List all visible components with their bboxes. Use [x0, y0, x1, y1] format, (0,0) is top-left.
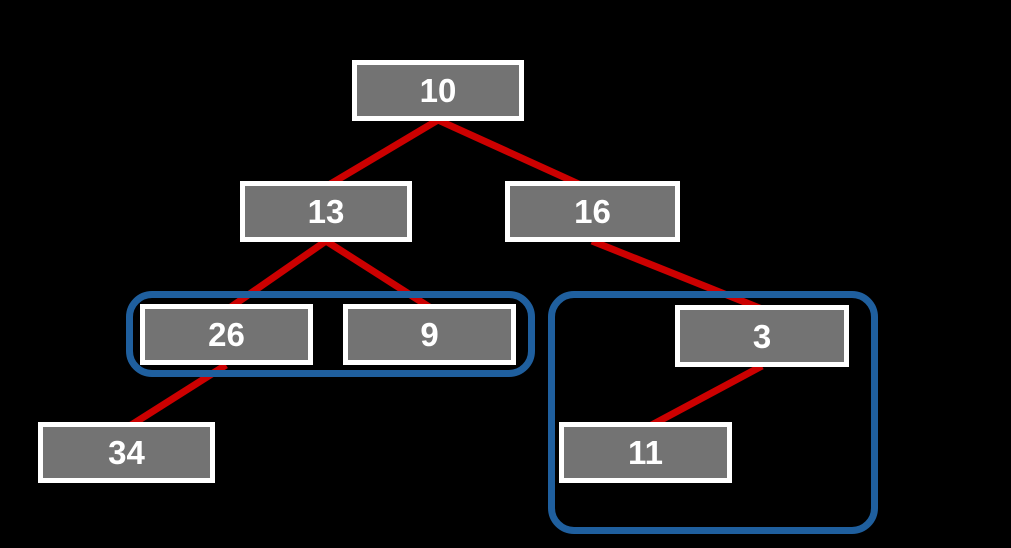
tree-node-label: 34: [108, 434, 145, 471]
tree-node-26[interactable]: 26: [140, 304, 313, 365]
tree-edge-n13-n9: [324, 238, 436, 313]
tree-node-34[interactable]: 34: [38, 422, 215, 483]
tree-node-11[interactable]: 11: [559, 422, 732, 483]
tree-node-label: 10: [419, 72, 457, 109]
tree-node-9[interactable]: 9: [343, 304, 516, 365]
tree-node-label: 3: [752, 317, 772, 355]
tree-node-10[interactable]: 10: [352, 60, 524, 121]
tree-node-13[interactable]: 13: [240, 181, 412, 242]
tree-node-label: 16: [574, 193, 611, 230]
tree-node-label: 13: [307, 193, 345, 230]
tree-node-3[interactable]: 3: [675, 305, 849, 367]
tree-node-label: 9: [420, 316, 439, 353]
tree-node-label: 11: [628, 434, 663, 471]
tree-edge-n10-n13: [325, 116, 440, 190]
tree-node-label: 26: [208, 316, 245, 353]
tree-edge-n10-n16: [436, 116, 594, 194]
tree-edge-n26-n34: [126, 362, 228, 430]
tree-node-16[interactable]: 16: [505, 181, 680, 242]
tree-edge-n3-n11: [646, 362, 764, 431]
tree-edge-n16-n3: [590, 237, 764, 313]
tree-edge-n13-n26: [226, 238, 328, 312]
